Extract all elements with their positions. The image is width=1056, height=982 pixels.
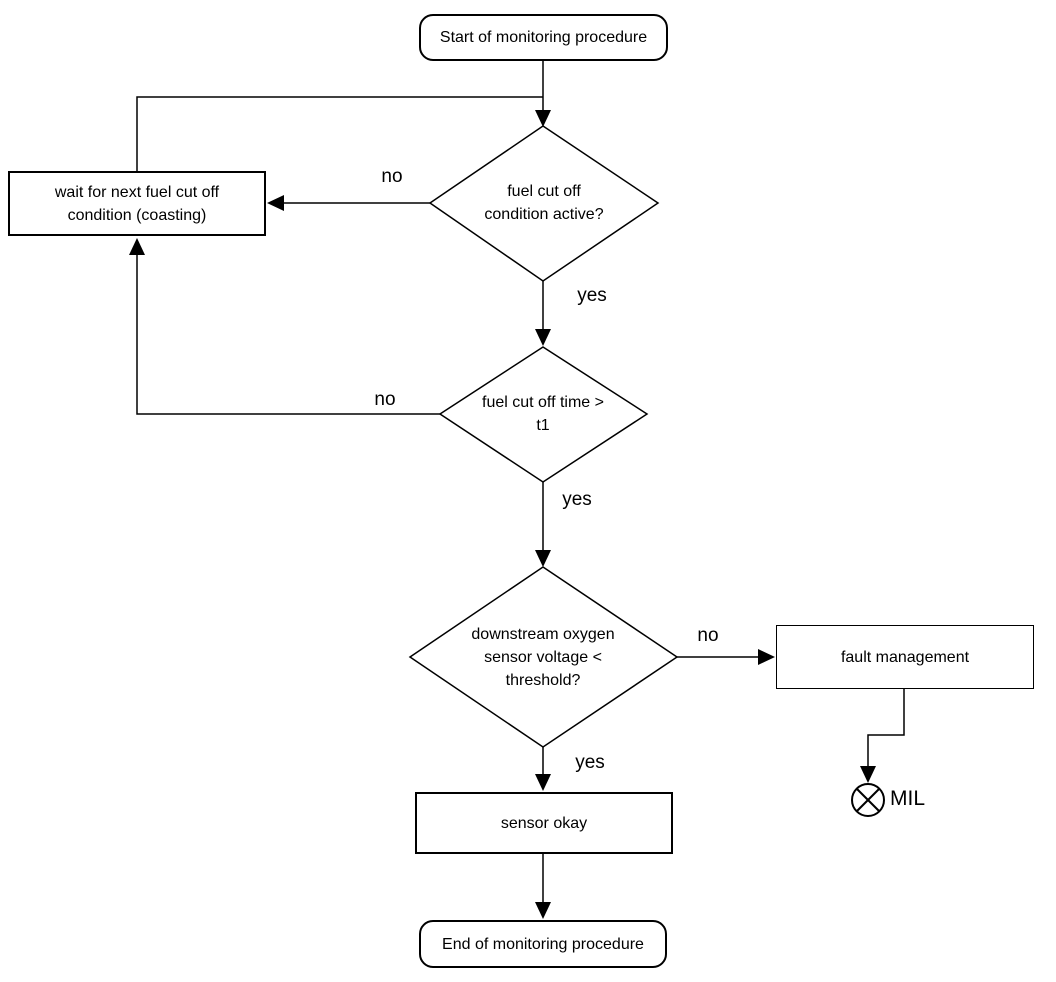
arrowhead-into-decision2	[535, 329, 551, 346]
start-node: Start of monitoring procedure	[419, 14, 668, 61]
edge-decision2-no-to-wait	[136, 254, 440, 415]
arrowhead-into-mil	[860, 766, 876, 783]
decision3-no-label: no	[697, 625, 719, 646]
arrowhead-into-wait-bottom	[129, 238, 145, 255]
sensor-okay-node: sensor okay	[415, 792, 673, 854]
decision-oxygen-sensor-diamond	[408, 566, 679, 748]
decision-fuel-cutoff-active-diamond	[428, 125, 660, 282]
mil-label: MIL	[890, 787, 926, 810]
decision3-yes-label: yes	[575, 752, 605, 773]
decision2-yes-label: yes	[562, 489, 592, 510]
decision2-no-label: no	[374, 389, 396, 410]
arrowhead-into-decision3	[535, 550, 551, 567]
decision-fuel-cutoff-time-diamond	[438, 346, 649, 483]
arrowhead-into-end	[535, 902, 551, 919]
fault-management-node: fault management	[776, 625, 1034, 689]
arrowhead-into-decision1	[535, 110, 551, 127]
arrowhead-into-fault	[758, 649, 775, 665]
decision1-no-label: no	[381, 166, 403, 187]
arrowhead-into-sensor-okay	[535, 774, 551, 791]
arrowhead-into-wait-right	[267, 195, 284, 211]
edge-wait-to-decision1-feeder	[136, 96, 543, 172]
end-node: End of monitoring procedure	[419, 920, 667, 968]
decision-fuel-cutoff-time-label: fuel cut off time > t1	[482, 394, 604, 434]
mil-lamp-icon	[851, 783, 885, 817]
wait-for-fuel-cutoff-node: wait for next fuel cut off condition (co…	[8, 171, 266, 236]
edge-fault-to-mil	[867, 689, 905, 767]
decision1-yes-label: yes	[577, 285, 607, 306]
decision-oxygen-sensor-label: downstream oxygen sensor voltage < thres…	[471, 625, 615, 689]
decision-fuel-cutoff-active-label: fuel cut off condition active?	[484, 183, 604, 223]
